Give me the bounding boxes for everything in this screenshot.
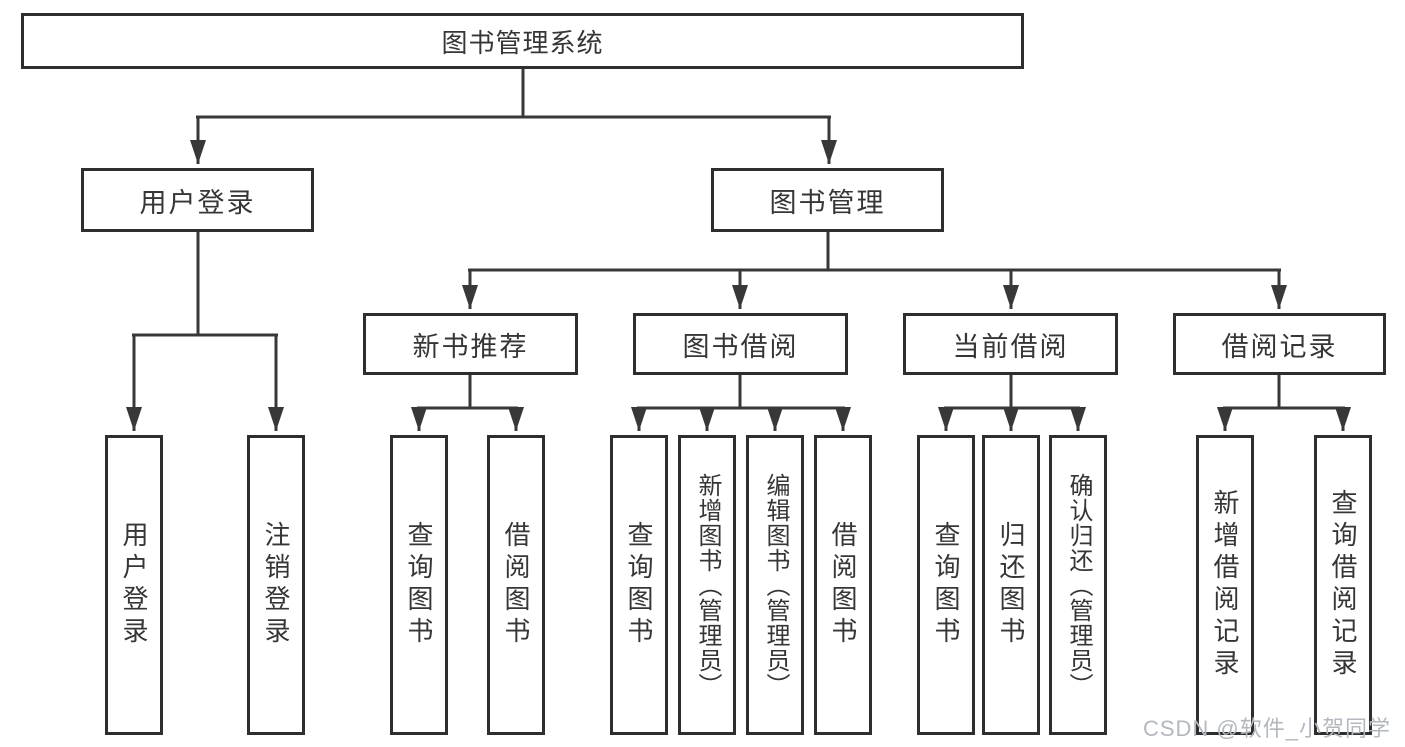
leaf-label: 用户登录 — [119, 521, 149, 649]
node-label: 用户登录 — [139, 187, 256, 218]
leaf-label: 编辑图书（管理员） — [762, 472, 789, 698]
node-user-login: 用户登录 — [81, 168, 314, 232]
leaf-label: 查询图书 — [624, 521, 654, 649]
node-book-management: 图书管理 — [711, 168, 944, 232]
node-current-borrow: 当前借阅 — [903, 313, 1118, 375]
node-label: 借阅记录 — [1221, 331, 1338, 362]
leaf-query-books-2: 查询图书 — [610, 435, 668, 735]
node-label: 当前借阅 — [952, 331, 1069, 362]
leaf-label: 借阅图书 — [828, 521, 858, 649]
leaf-label: 确认归还（管理员） — [1065, 472, 1092, 698]
leaf-logout: 注销登录 — [247, 435, 305, 735]
node-library-management-system: 图书管理系统 — [21, 13, 1024, 69]
node-borrow-records: 借阅记录 — [1173, 313, 1386, 375]
leaf-label: 查询图书 — [931, 521, 961, 649]
node-label: 图书管理系统 — [441, 27, 604, 58]
leaf-query-books-1: 查询图书 — [390, 435, 448, 735]
leaf-user-login: 用户登录 — [105, 435, 163, 735]
leaf-label: 查询图书 — [404, 521, 434, 649]
node-new-book-recommend: 新书推荐 — [363, 313, 578, 375]
node-label: 图书借阅 — [682, 331, 799, 362]
leaf-query-borrow-record: 查询借阅记录 — [1314, 435, 1372, 735]
csdn-watermark: CSDN @软件_小贺同学 — [1142, 716, 1391, 741]
node-label: 新书推荐 — [412, 331, 529, 362]
leaf-return-books: 归还图书 — [982, 435, 1040, 735]
leaf-label: 查询借阅记录 — [1328, 489, 1358, 681]
leaf-add-borrow-record: 新增借阅记录 — [1196, 435, 1254, 735]
leaf-borrow-books-2: 借阅图书 — [814, 435, 872, 735]
leaf-query-books-3: 查询图书 — [917, 435, 975, 735]
node-book-borrow: 图书借阅 — [633, 313, 848, 375]
leaf-label: 注销登录 — [261, 521, 291, 649]
leaf-label: 新增图书（管理员） — [694, 472, 721, 698]
leaf-edit-books-admin: 编辑图书（管理员） — [746, 435, 804, 735]
leaf-label: 借阅图书 — [501, 521, 531, 649]
leaf-borrow-books-1: 借阅图书 — [487, 435, 545, 735]
leaf-add-books-admin: 新增图书（管理员） — [678, 435, 736, 735]
leaf-label: 新增借阅记录 — [1210, 489, 1240, 681]
node-label: 图书管理 — [769, 187, 886, 218]
leaf-confirm-return-admin: 确认归还（管理员） — [1049, 435, 1107, 735]
leaf-label: 归还图书 — [996, 521, 1026, 649]
